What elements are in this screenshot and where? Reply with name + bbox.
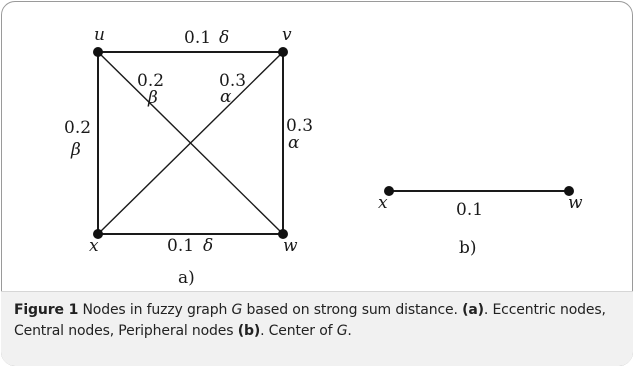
edge-ux-symbol: β (70, 140, 81, 160)
edge-v-x (97, 51, 284, 235)
caption-text-5: . (347, 323, 352, 339)
edge-vx-symbol: α (220, 87, 232, 107)
node-w-b (564, 186, 574, 196)
caption-text-2: based on strong sum distance. (242, 302, 463, 318)
edge-uw-symbol: β (147, 88, 158, 108)
graph-a-nodes (93, 47, 288, 239)
caption-text-3: . Eccentric nodes, Central nodes, Periph… (14, 302, 606, 339)
node-v (278, 47, 288, 57)
fuzzy-graph-diagram: u v x w 0.1 δ 0.1 δ 0.2 β 0.3 α 0.2 β 0.… (64, 25, 583, 288)
caption-label: Figure 1 (14, 302, 79, 318)
caption-graph-name: G (231, 302, 243, 318)
edge-vx-value: 0.3 (219, 71, 246, 91)
caption-text-4: . Center of (260, 323, 337, 339)
caption-marker-a: (a) (462, 302, 484, 318)
edge-vw-symbol: α (288, 133, 300, 153)
node-label-v: v (282, 25, 292, 45)
edge-b-value: 0.1 (456, 200, 483, 220)
node-label-x: x (89, 236, 99, 256)
graph-b: x w 0.1 b) (378, 186, 583, 258)
subfigure-label-b: b) (459, 238, 477, 258)
graph-a-edges (97, 51, 284, 235)
node-label-w: w (283, 236, 298, 256)
edge-uv-value: 0.1 (184, 28, 211, 48)
edge-uv-symbol: δ (219, 28, 229, 48)
node-w (278, 229, 288, 239)
edge-vw-value: 0.3 (286, 116, 313, 136)
caption-graph-name-2: G (336, 323, 348, 339)
subfigure-label-a: a) (178, 268, 195, 288)
node-u (93, 47, 103, 57)
edge-xw-symbol: δ (203, 236, 213, 256)
node-x (93, 229, 103, 239)
node-label-x-b: x (378, 193, 388, 213)
figure-caption: Figure 1 Nodes in fuzzy graph G based on… (14, 300, 621, 342)
edge-ux-value: 0.2 (64, 118, 91, 138)
node-label-u: u (94, 25, 105, 45)
node-label-w-b: w (568, 193, 583, 213)
edge-uw-value: 0.2 (137, 71, 164, 91)
edge-xw-value: 0.1 (167, 236, 194, 256)
caption-text-1: Nodes in fuzzy graph (78, 302, 232, 318)
node-x-b (384, 186, 394, 196)
caption-marker-b: (b) (237, 323, 261, 339)
caption-area: Figure 1 Nodes in fuzzy graph G based on… (1, 291, 633, 366)
